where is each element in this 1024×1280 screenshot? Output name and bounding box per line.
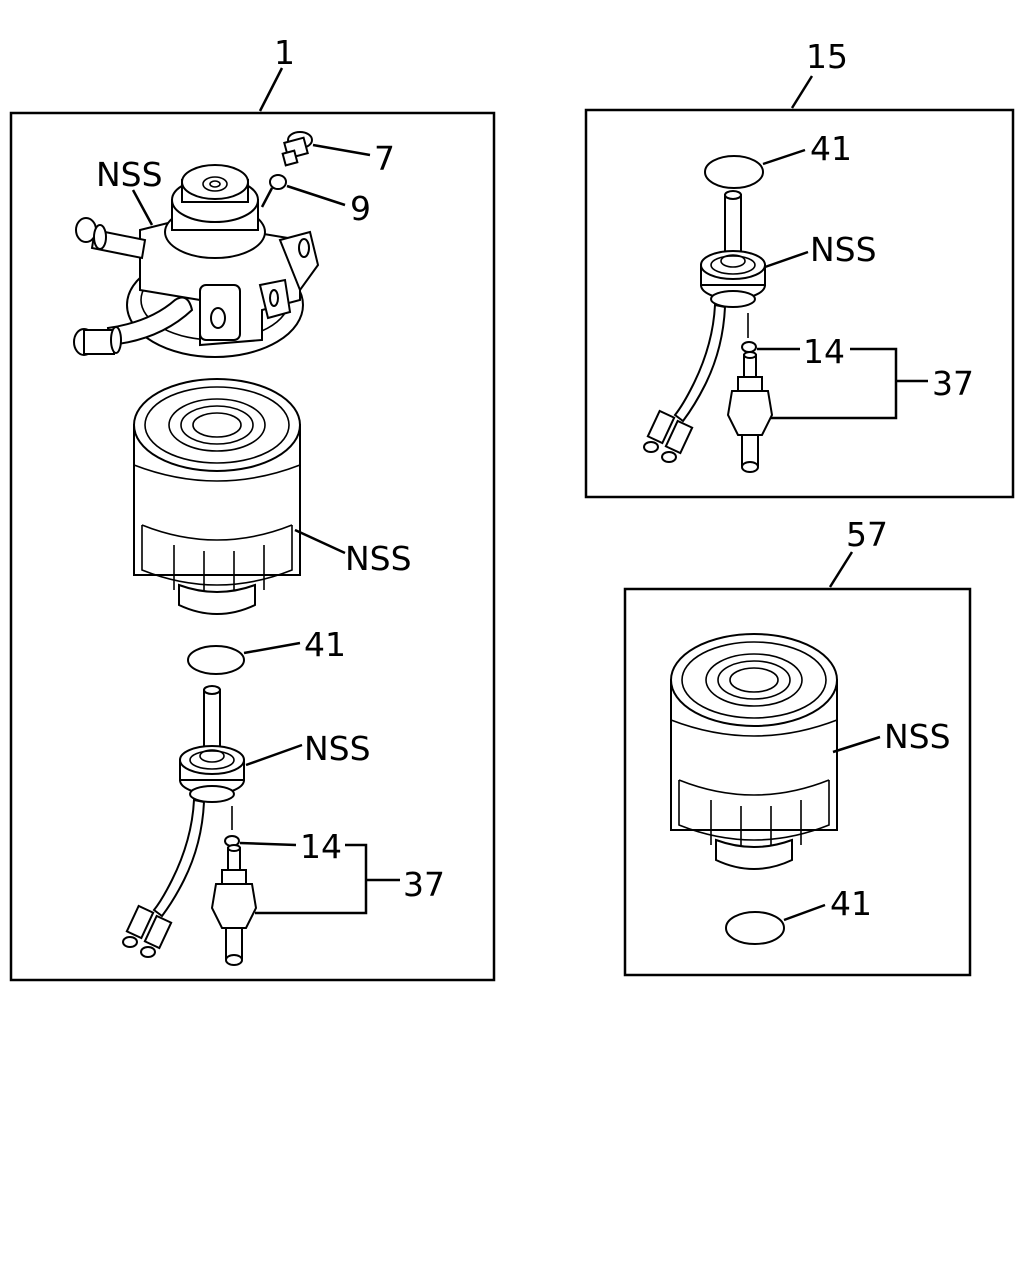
assembly-57-number: 57 (846, 515, 888, 554)
assembly-15-frame (584, 108, 1015, 499)
filter-cartridge-kit57 (670, 633, 838, 870)
label-nss-head: NSS (96, 155, 163, 194)
label-7: 7 (374, 139, 395, 178)
label-nss-sensor-kit15: NSS (810, 230, 877, 269)
label-41-kit57: 41 (830, 884, 872, 923)
label-37: 37 (403, 865, 445, 904)
filter-cartridge (133, 378, 301, 615)
label-nss-filter: NSS (345, 539, 412, 578)
label-9: 9 (350, 189, 371, 228)
label-14-kit15: 14 (803, 332, 845, 371)
bolt-part-7 (281, 131, 313, 167)
assembly-1-number: 1 (274, 33, 295, 72)
label-37-kit15: 37 (932, 364, 974, 403)
label-41: 41 (304, 625, 346, 664)
assembly-15-leader (790, 75, 814, 109)
o-ring-part-41-kit57 (725, 911, 785, 945)
o-ring-part-14-kit15 (741, 341, 757, 353)
drain-plug (211, 844, 257, 966)
assembly-15: 15 41 NSS 14 37 (584, 37, 1015, 499)
assembly-1-leader (258, 67, 284, 112)
label-nss-filter-kit57: NSS (884, 717, 951, 756)
o-ring-part-41 (187, 645, 245, 675)
assembly-57-leader (828, 551, 854, 588)
washer-part-9 (269, 174, 287, 190)
assembly-57-frame (623, 587, 972, 977)
label-14: 14 (300, 827, 342, 866)
assembly-1: 1 (9, 33, 496, 982)
label-41-kit15: 41 (810, 129, 852, 168)
assembly-57: 57 NSS 41 (623, 515, 972, 977)
o-ring-part-41-kit15 (704, 155, 764, 189)
filter-head-housing (73, 164, 320, 358)
assembly-1-frame (9, 111, 496, 982)
assembly-15-number: 15 (806, 37, 848, 76)
drain-plug-kit15 (727, 351, 773, 473)
label-nss-sensor: NSS (304, 729, 371, 768)
